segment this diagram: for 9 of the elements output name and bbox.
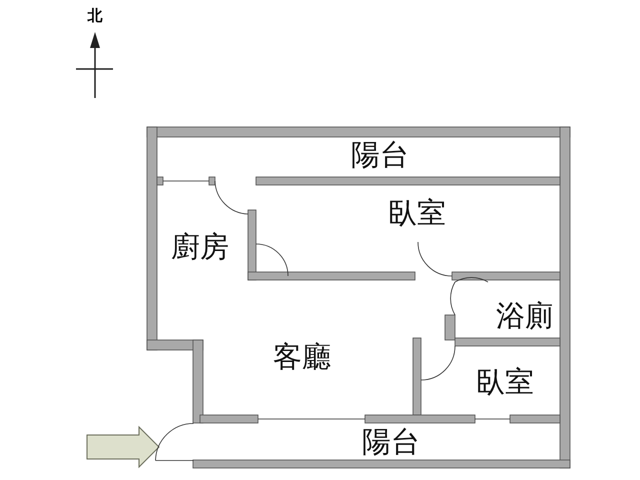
room-label: 臥室 xyxy=(388,198,446,228)
entrance-arrow xyxy=(86,426,160,468)
north-label: 北 xyxy=(88,8,102,24)
room-label: 陽台 xyxy=(351,140,409,170)
room-label: 陽台 xyxy=(362,428,420,456)
room-label: 客廳 xyxy=(273,342,331,372)
room-label: 浴廁 xyxy=(496,302,554,330)
room-label: 廚房 xyxy=(171,232,229,262)
room-label: 臥室 xyxy=(476,368,534,396)
